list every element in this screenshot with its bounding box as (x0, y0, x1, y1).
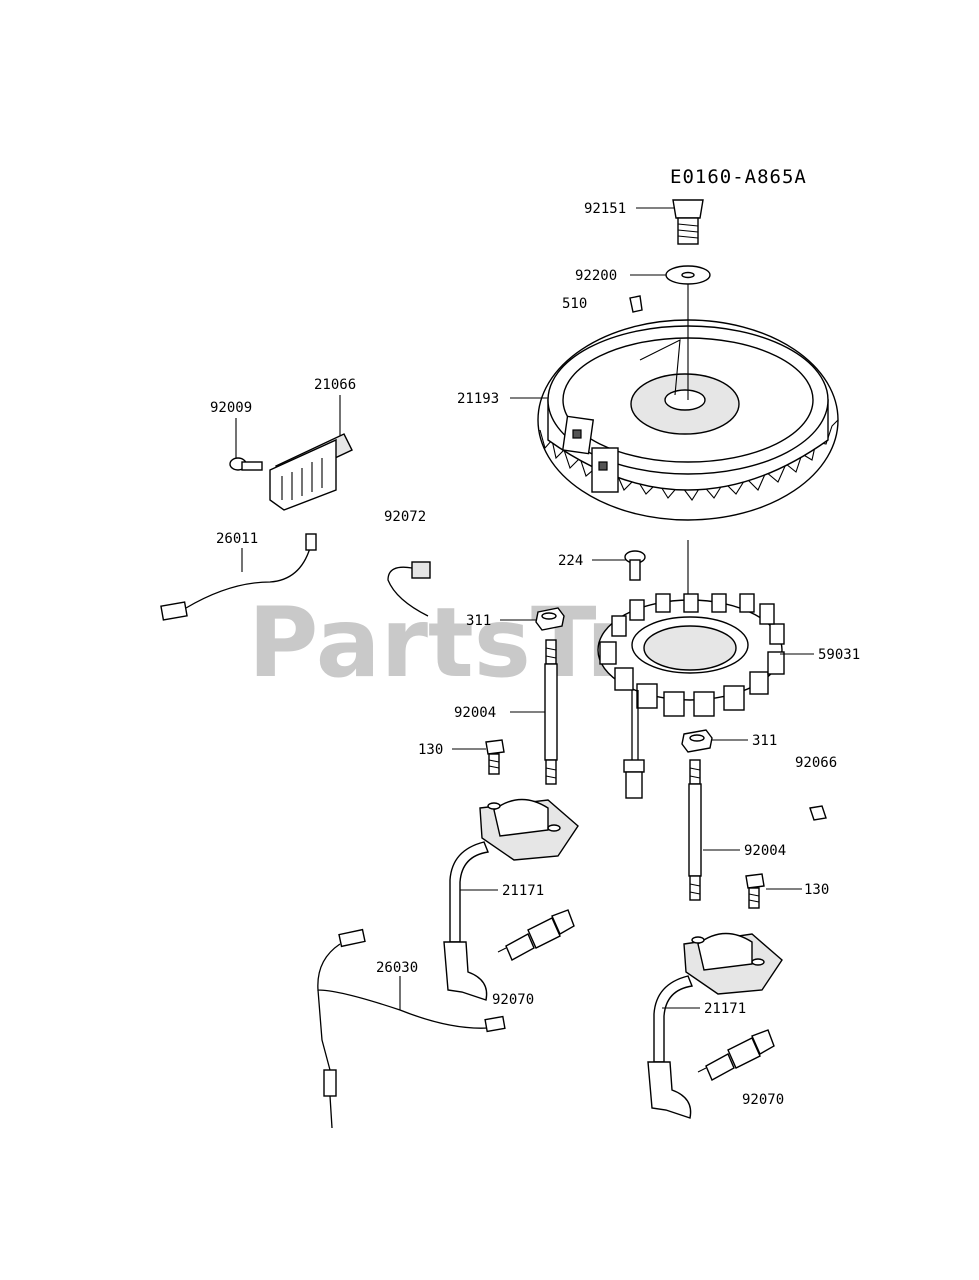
part-flywheel-21193[interactable] (537, 319, 839, 521)
label-26011: 26011 (216, 531, 258, 547)
part-bolt-92151[interactable] (672, 199, 704, 245)
part-nut-92066[interactable] (809, 805, 827, 821)
part-bolt-130-right[interactable] (745, 873, 765, 909)
part-spark-plug-92070-right[interactable] (697, 1029, 775, 1081)
label-510: 510 (562, 296, 587, 312)
label-130-left: 130 (418, 742, 443, 758)
part-bolt-130-left[interactable] (485, 739, 505, 775)
label-311-right: 311 (752, 733, 777, 749)
part-ignition-coil-21171-right[interactable] (647, 932, 783, 1119)
label-92009: 92009 (210, 400, 252, 416)
part-spark-plug-92070-left[interactable] (497, 909, 575, 961)
callout-labels: 92151 92200 510 21193 92009 21066 92072 … (210, 201, 860, 1108)
label-92072: 92072 (384, 509, 426, 525)
label-21066: 21066 (314, 377, 356, 393)
part-wire-26030[interactable] (317, 928, 506, 1129)
part-regulator-21066[interactable] (269, 433, 353, 511)
label-92151: 92151 (584, 201, 626, 217)
part-screw-224[interactable] (624, 550, 646, 581)
part-key-510[interactable] (629, 295, 643, 313)
part-stud-92004-left[interactable] (544, 639, 558, 785)
part-ignition-coil-21171-left[interactable] (443, 798, 579, 1001)
label-59031: 59031 (818, 647, 860, 663)
part-stud-92004-right[interactable] (688, 759, 702, 901)
label-26030: 26030 (376, 960, 418, 976)
part-screw-92009[interactable] (229, 457, 263, 471)
part-nut-311-left[interactable] (535, 607, 565, 631)
part-washer-92200[interactable] (665, 265, 711, 285)
part-wire-26011[interactable] (160, 533, 317, 621)
label-21171-left: 21171 (502, 883, 544, 899)
label-21193: 21193 (457, 391, 499, 407)
label-92070-right: 92070 (742, 1092, 784, 1108)
label-92066: 92066 (795, 755, 837, 771)
label-130-right: 130 (804, 882, 829, 898)
diagram-code: E0160-A865A (670, 166, 807, 188)
label-21171-right: 21171 (704, 1001, 746, 1017)
label-92070-left: 92070 (492, 992, 534, 1008)
label-92004-left: 92004 (454, 705, 496, 721)
label-92200: 92200 (575, 268, 617, 284)
part-nut-311-right[interactable] (681, 729, 713, 753)
part-stator-59031[interactable] (597, 593, 785, 799)
label-224: 224 (558, 553, 583, 569)
label-92004-right: 92004 (744, 843, 786, 859)
label-311-left: 311 (466, 613, 491, 629)
part-clamp-92072[interactable] (387, 561, 431, 617)
leader-lines (235, 207, 814, 1010)
